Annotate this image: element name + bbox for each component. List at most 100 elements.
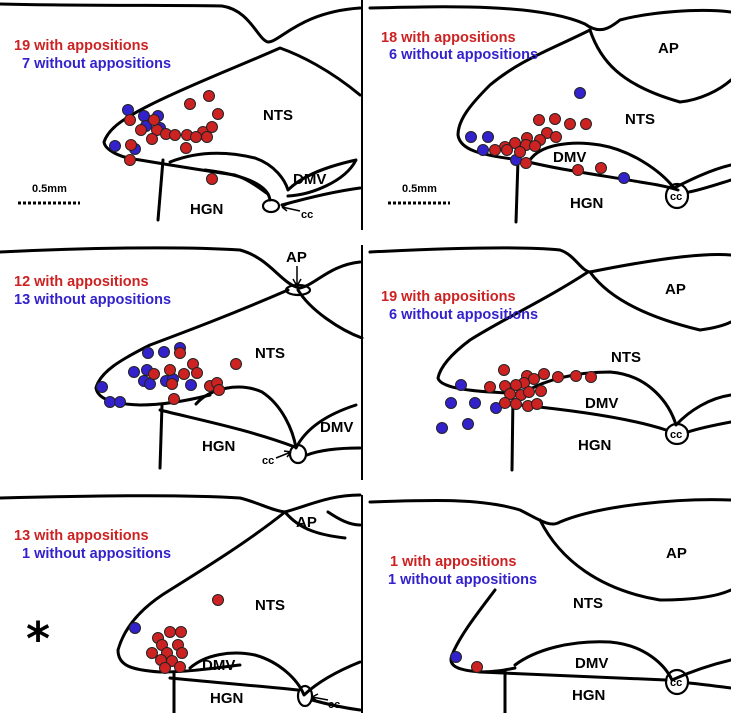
- cc-arrow: [281, 203, 301, 212]
- cell-without-appositions: [469, 397, 481, 409]
- cell-without-appositions: [158, 346, 170, 358]
- ap-label: AP: [296, 514, 317, 531]
- with-appositions-count: 13 with appositions: [14, 528, 149, 544]
- cell-without-appositions: [618, 172, 630, 184]
- cc-label: cc: [670, 677, 682, 689]
- cell-without-appositions: [128, 366, 140, 378]
- asterisk-marker: *: [26, 612, 50, 666]
- hgn-label: HGN: [570, 195, 603, 212]
- cell-with-appositions: [471, 661, 483, 673]
- cell-with-appositions: [230, 358, 242, 370]
- cell-with-appositions: [206, 121, 218, 133]
- nts-label: NTS: [255, 345, 285, 362]
- nts-label: NTS: [255, 597, 285, 614]
- with-appositions-count: 18 with appositions: [381, 30, 516, 46]
- cell-markers: [129, 594, 224, 674]
- nts-label: NTS: [625, 111, 655, 128]
- cell-without-appositions: [490, 402, 502, 414]
- cell-with-appositions: [135, 124, 147, 136]
- panel-2: AP NTS DMV HGN cc 0.5mm 18 with appositi…: [368, 5, 731, 224]
- panel-5: AP NTS DMV HGN cc * 13 with appositions …: [0, 493, 362, 713]
- cell-without-appositions: [436, 422, 448, 434]
- panel-6: AP NTS DMV HGN cc 1 with appositions 1 w…: [368, 498, 731, 713]
- cc-label: cc: [670, 429, 682, 441]
- hgn-label: HGN: [190, 201, 223, 218]
- cell-with-appositions: [146, 647, 158, 659]
- cell-without-appositions: [185, 379, 197, 391]
- cell-with-appositions: [498, 364, 510, 376]
- without-appositions-count: 1 without appositions: [22, 546, 171, 562]
- cell-with-appositions: [203, 90, 215, 102]
- without-appositions-count: 7 without appositions: [22, 56, 171, 72]
- cell-without-appositions: [574, 87, 586, 99]
- with-appositions-count: 12 with appositions: [14, 274, 149, 290]
- cell-with-appositions: [164, 364, 176, 376]
- cell-with-appositions: [191, 367, 203, 379]
- hgn-label: HGN: [210, 690, 243, 707]
- cell-with-appositions: [148, 114, 160, 126]
- nts-label: NTS: [263, 107, 293, 124]
- cell-with-appositions: [514, 146, 526, 158]
- cell-with-appositions: [184, 98, 196, 110]
- cell-without-appositions: [96, 381, 108, 393]
- cc-label: cc: [262, 455, 274, 467]
- cell-with-appositions: [124, 114, 136, 126]
- cell-with-appositions: [580, 118, 592, 130]
- cell-with-appositions: [166, 378, 178, 390]
- cell-without-appositions: [104, 396, 116, 408]
- cell-with-appositions: [520, 157, 532, 169]
- dmv-label: DMV: [553, 149, 586, 166]
- nts-label: NTS: [573, 595, 603, 612]
- with-appositions-count: 19 with appositions: [14, 38, 149, 54]
- cell-with-appositions: [564, 118, 576, 130]
- nts-label: NTS: [611, 349, 641, 366]
- without-appositions-count: 6 without appositions: [389, 47, 538, 63]
- cell-markers: [96, 342, 242, 408]
- cell-with-appositions: [595, 162, 607, 174]
- cell-with-appositions: [178, 368, 190, 380]
- cell-without-appositions: [450, 651, 462, 663]
- ap-label: AP: [666, 545, 687, 562]
- cell-without-appositions: [129, 622, 141, 634]
- cell-with-appositions: [528, 373, 540, 385]
- cell-with-appositions: [212, 108, 224, 120]
- cell-with-appositions: [529, 140, 541, 152]
- cell-with-appositions: [201, 131, 213, 143]
- cell-with-appositions: [499, 397, 511, 409]
- cc-label: cc: [670, 191, 682, 203]
- cell-without-appositions: [482, 131, 494, 143]
- cell-with-appositions: [168, 393, 180, 405]
- cell-markers: [109, 90, 224, 185]
- dmv-label: DMV: [320, 419, 353, 436]
- cc-arrow: [311, 693, 329, 702]
- cell-with-appositions: [535, 385, 547, 397]
- cell-with-appositions: [533, 114, 545, 126]
- without-appositions-count: 13 without appositions: [14, 292, 171, 308]
- cell-with-appositions: [510, 398, 522, 410]
- dmv-label: DMV: [202, 657, 235, 674]
- cell-with-appositions: [169, 129, 181, 141]
- cell-with-appositions: [212, 594, 224, 606]
- cell-without-appositions: [109, 140, 121, 152]
- cell-with-appositions: [484, 381, 496, 393]
- cell-with-appositions: [166, 655, 178, 667]
- cell-without-appositions: [465, 131, 477, 143]
- cc-label: cc: [328, 699, 340, 711]
- without-appositions-count: 6 without appositions: [389, 307, 538, 323]
- cell-markers: [450, 651, 483, 673]
- cell-with-appositions: [190, 131, 202, 143]
- cell-with-appositions: [572, 164, 584, 176]
- cell-without-appositions: [142, 347, 154, 359]
- hgn-label: HGN: [202, 438, 235, 455]
- cell-without-appositions: [122, 104, 134, 116]
- hgn-label: HGN: [578, 437, 611, 454]
- cell-with-appositions: [124, 154, 136, 166]
- cell-with-appositions: [164, 626, 176, 638]
- cell-markers: [465, 87, 630, 184]
- cell-with-appositions: [159, 662, 171, 674]
- without-appositions-count: 1 without appositions: [388, 572, 537, 588]
- cell-with-appositions: [489, 144, 501, 156]
- panel-3: AP NTS DMV HGN cc 12 with appositions 13…: [0, 246, 364, 470]
- cell-with-appositions: [174, 347, 186, 359]
